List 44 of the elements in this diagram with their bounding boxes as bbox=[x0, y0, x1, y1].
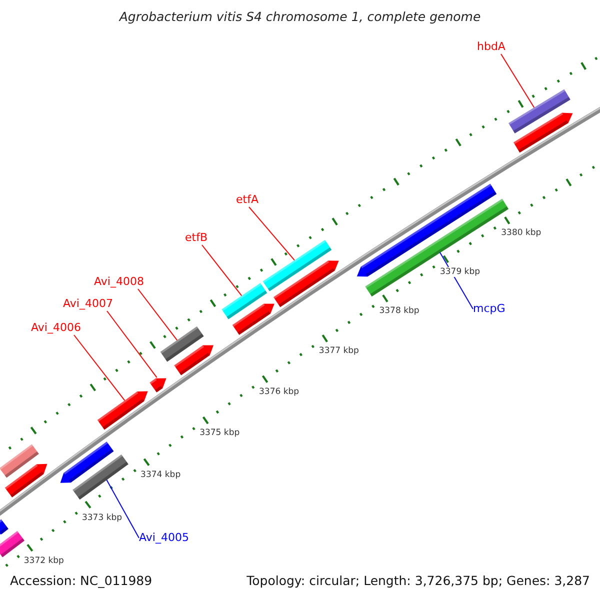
leader-line bbox=[248, 206, 295, 261]
gene-feature bbox=[232, 304, 274, 335]
leader-line bbox=[74, 334, 126, 401]
leader-line bbox=[138, 288, 178, 341]
leader-line bbox=[106, 479, 140, 538]
leader-line bbox=[106, 310, 158, 378]
tick-label: 3380 kbp bbox=[501, 228, 542, 238]
gene-label: etfA bbox=[236, 193, 258, 207]
leader-line bbox=[500, 54, 535, 108]
gene-label: Avi_4008 bbox=[94, 275, 144, 289]
gene-feature bbox=[514, 112, 573, 153]
tick-label: 3373 kbp bbox=[82, 512, 122, 523]
gene-feature bbox=[4, 464, 48, 498]
gene-label: etfB bbox=[185, 231, 208, 245]
gene-label: mcpG bbox=[473, 302, 506, 316]
tick-label: 3378 kbp bbox=[379, 306, 420, 316]
gene-bar bbox=[0, 444, 39, 478]
gene-label: Avi_4005 bbox=[139, 531, 189, 545]
gene-bar bbox=[222, 283, 268, 320]
gene-feature bbox=[0, 519, 8, 535]
gene-feature bbox=[150, 378, 166, 392]
tick-label: 3372 kbp bbox=[24, 556, 64, 566]
tick-label: 3377 kbp bbox=[318, 346, 359, 356]
gene-bar bbox=[72, 454, 128, 500]
gene-label: Avi_4006 bbox=[31, 321, 81, 335]
gene-label: Avi_4007 bbox=[63, 297, 113, 311]
gene-bar bbox=[0, 531, 24, 558]
gene-bar bbox=[160, 326, 204, 362]
title: Agrobacterium vitis S4 chromosome 1, complete genome bbox=[118, 9, 482, 24]
gene-label: hbdA bbox=[477, 40, 506, 54]
gene-feature bbox=[97, 391, 148, 430]
gene-bar bbox=[262, 240, 332, 292]
gene-feature bbox=[356, 184, 497, 277]
tick-label: 3374 kbp bbox=[140, 470, 181, 480]
tick-label: 3375 kbp bbox=[200, 428, 240, 438]
accession-text: Accession: NC_011989 bbox=[10, 573, 152, 588]
gene-feature bbox=[174, 345, 214, 376]
gene-feature bbox=[60, 442, 114, 483]
leader-line bbox=[202, 244, 242, 296]
tick-label: 3376 kbp bbox=[259, 387, 300, 398]
gene-bar bbox=[508, 89, 570, 134]
genome-info-text: Topology: circular; Length: 3,726,375 bp; Genes: 3,287 bbox=[246, 573, 590, 588]
gene-feature bbox=[274, 260, 339, 308]
tick-label: 3379 kbp bbox=[440, 267, 480, 278]
